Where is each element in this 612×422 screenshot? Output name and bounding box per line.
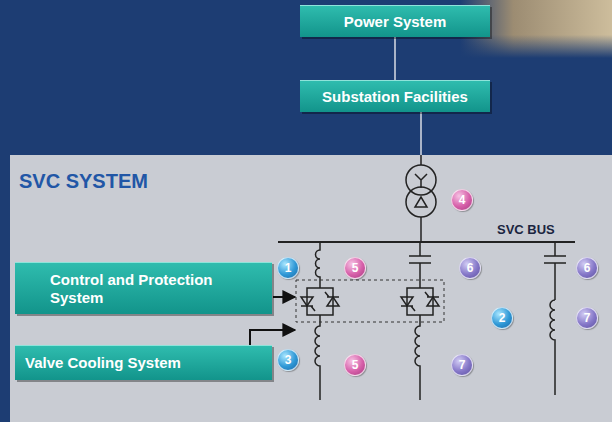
connector-line xyxy=(394,37,396,80)
thyristor-symbol xyxy=(425,292,439,297)
panel-heading: SVC SYSTEM xyxy=(10,155,148,193)
svc-bus xyxy=(278,241,575,243)
reactor-symbol xyxy=(315,315,320,400)
cooling-arrow xyxy=(250,330,295,345)
callout-number: 3 xyxy=(277,349,299,371)
cooling-box: Valve Cooling System xyxy=(15,345,272,380)
reactor-symbol xyxy=(316,242,321,288)
callout-number: 6 xyxy=(459,257,481,279)
wire xyxy=(420,217,422,242)
control-box: Control and Protection System xyxy=(15,262,272,314)
control-arrow xyxy=(273,296,295,298)
feeder-line xyxy=(420,155,422,165)
callout-number: 5 xyxy=(344,257,366,279)
thyristor-symbol xyxy=(427,297,439,306)
thyristor-valve-outline xyxy=(296,280,444,322)
thyristor-symbol xyxy=(401,306,415,311)
capacitor-symbol xyxy=(409,242,431,288)
callout-number: 1 xyxy=(277,257,299,279)
svc-system-panel: SVC SYSTEM Control and Protection SystemV… xyxy=(10,155,612,422)
callout-number: 7 xyxy=(576,307,598,329)
thyristor-symbol xyxy=(301,297,313,306)
callout-number: 7 xyxy=(451,354,473,376)
transformer-winding xyxy=(406,187,436,217)
wye-symbol xyxy=(415,174,427,188)
box-text: Power System xyxy=(344,13,447,31)
thyristor-symbol xyxy=(327,297,339,306)
system-box: Power System xyxy=(300,5,490,37)
capacitor-symbol xyxy=(544,242,566,300)
box-text: Control and Protection System xyxy=(50,271,220,307)
reactor-symbol xyxy=(415,315,420,400)
delta-symbol xyxy=(415,197,427,207)
reactor-symbol xyxy=(550,300,555,395)
thyristor-symbol xyxy=(301,306,315,311)
callout-number: 6 xyxy=(576,257,598,279)
callout-number: 5 xyxy=(344,354,366,376)
svc-panel-ground xyxy=(10,155,612,422)
circuit xyxy=(250,112,575,400)
feeder-line xyxy=(420,112,422,155)
thyristor-symbol xyxy=(325,292,339,297)
callout-number: 2 xyxy=(491,307,513,329)
callout-number: 4 xyxy=(451,189,473,211)
box-text: Substation Facilities xyxy=(322,88,468,106)
box-text: Valve Cooling System xyxy=(25,354,181,372)
thyristor-symbol xyxy=(401,297,413,306)
bus-label: SVC BUS xyxy=(497,222,555,237)
system-box: Substation Facilities xyxy=(300,80,490,112)
